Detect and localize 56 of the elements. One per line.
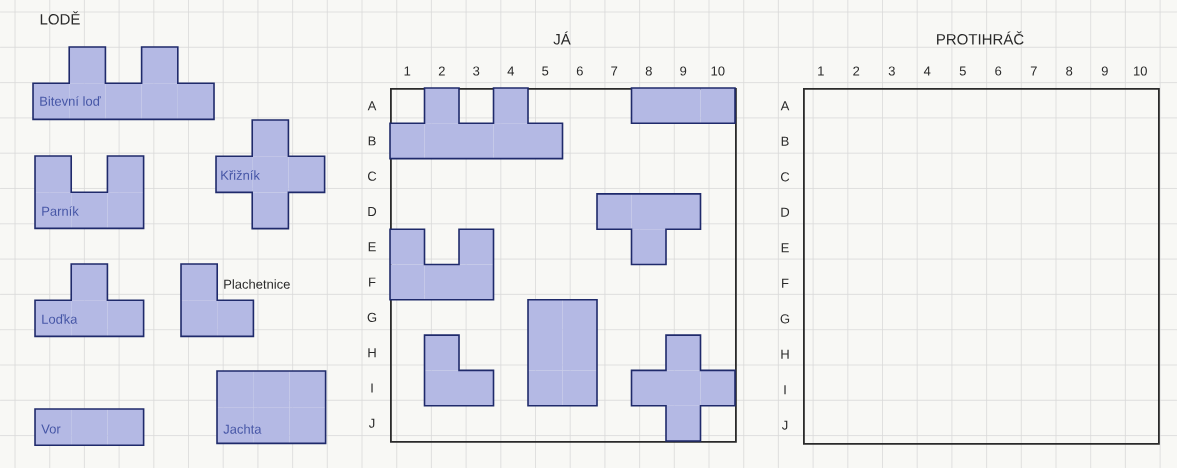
- node-label: Plachetnice: [224, 279, 290, 289]
- column-number: 9: [680, 66, 687, 76]
- row-letter: D: [781, 207, 790, 217]
- row-letter: I: [784, 385, 786, 395]
- column-number: 3: [888, 66, 895, 76]
- column-number: 5: [542, 66, 549, 76]
- column-number: 4: [507, 66, 515, 76]
- board-heading: JÁ: [553, 31, 571, 45]
- node-label: Loďka: [42, 314, 78, 324]
- row-letter: J: [781, 420, 788, 430]
- ship-shape: [389, 87, 564, 160]
- row-letter: D: [368, 207, 377, 216]
- ship-shape: [596, 193, 702, 266]
- board-heading: PROTIHRÁČ: [937, 31, 1024, 45]
- row-letter: F: [369, 277, 376, 287]
- game-board: [803, 88, 1160, 445]
- node-label: Vor: [41, 424, 61, 434]
- column-number: 10: [711, 66, 725, 76]
- row-letter: H: [368, 348, 376, 358]
- column-number: 6: [576, 66, 583, 76]
- node-label: Jachta: [223, 424, 262, 434]
- column-number: 3: [473, 66, 480, 76]
- column-number: 9: [1101, 66, 1108, 76]
- ship-shape: [630, 87, 736, 125]
- ship-shape: [527, 299, 598, 407]
- column-number: 4: [923, 66, 931, 76]
- column-number: 10: [1133, 66, 1147, 76]
- row-letter: B: [781, 136, 789, 146]
- column-number: 2: [438, 66, 445, 76]
- column-number: 8: [1066, 66, 1073, 76]
- row-letter: I: [371, 383, 373, 393]
- row-letter: B: [368, 136, 376, 146]
- row-letter: E: [368, 242, 376, 252]
- row-letter: C: [780, 172, 790, 182]
- column-number: 1: [818, 66, 824, 76]
- column-number: 8: [645, 66, 652, 76]
- row-letter: H: [781, 349, 789, 359]
- column-number: 1: [404, 66, 411, 76]
- ship-shape: [423, 334, 495, 407]
- row-letter: A: [367, 101, 377, 111]
- row-letter: G: [780, 314, 790, 324]
- row-letter: C: [368, 171, 377, 181]
- column-number: 5: [959, 66, 966, 76]
- row-letter: J: [368, 418, 375, 428]
- section-heading: LODĚ: [40, 11, 80, 25]
- column-number: 2: [853, 66, 860, 76]
- ship-shape: [389, 228, 495, 301]
- row-letter: G: [367, 312, 377, 322]
- node-label: Bitevní loď: [40, 96, 101, 106]
- column-number: 6: [995, 66, 1002, 76]
- ship-shape: [630, 334, 736, 442]
- column-number: 7: [1030, 66, 1037, 76]
- column-number: 7: [611, 66, 618, 76]
- row-letter: A: [780, 101, 790, 111]
- row-letter: F: [782, 278, 789, 288]
- row-letter: E: [781, 243, 789, 253]
